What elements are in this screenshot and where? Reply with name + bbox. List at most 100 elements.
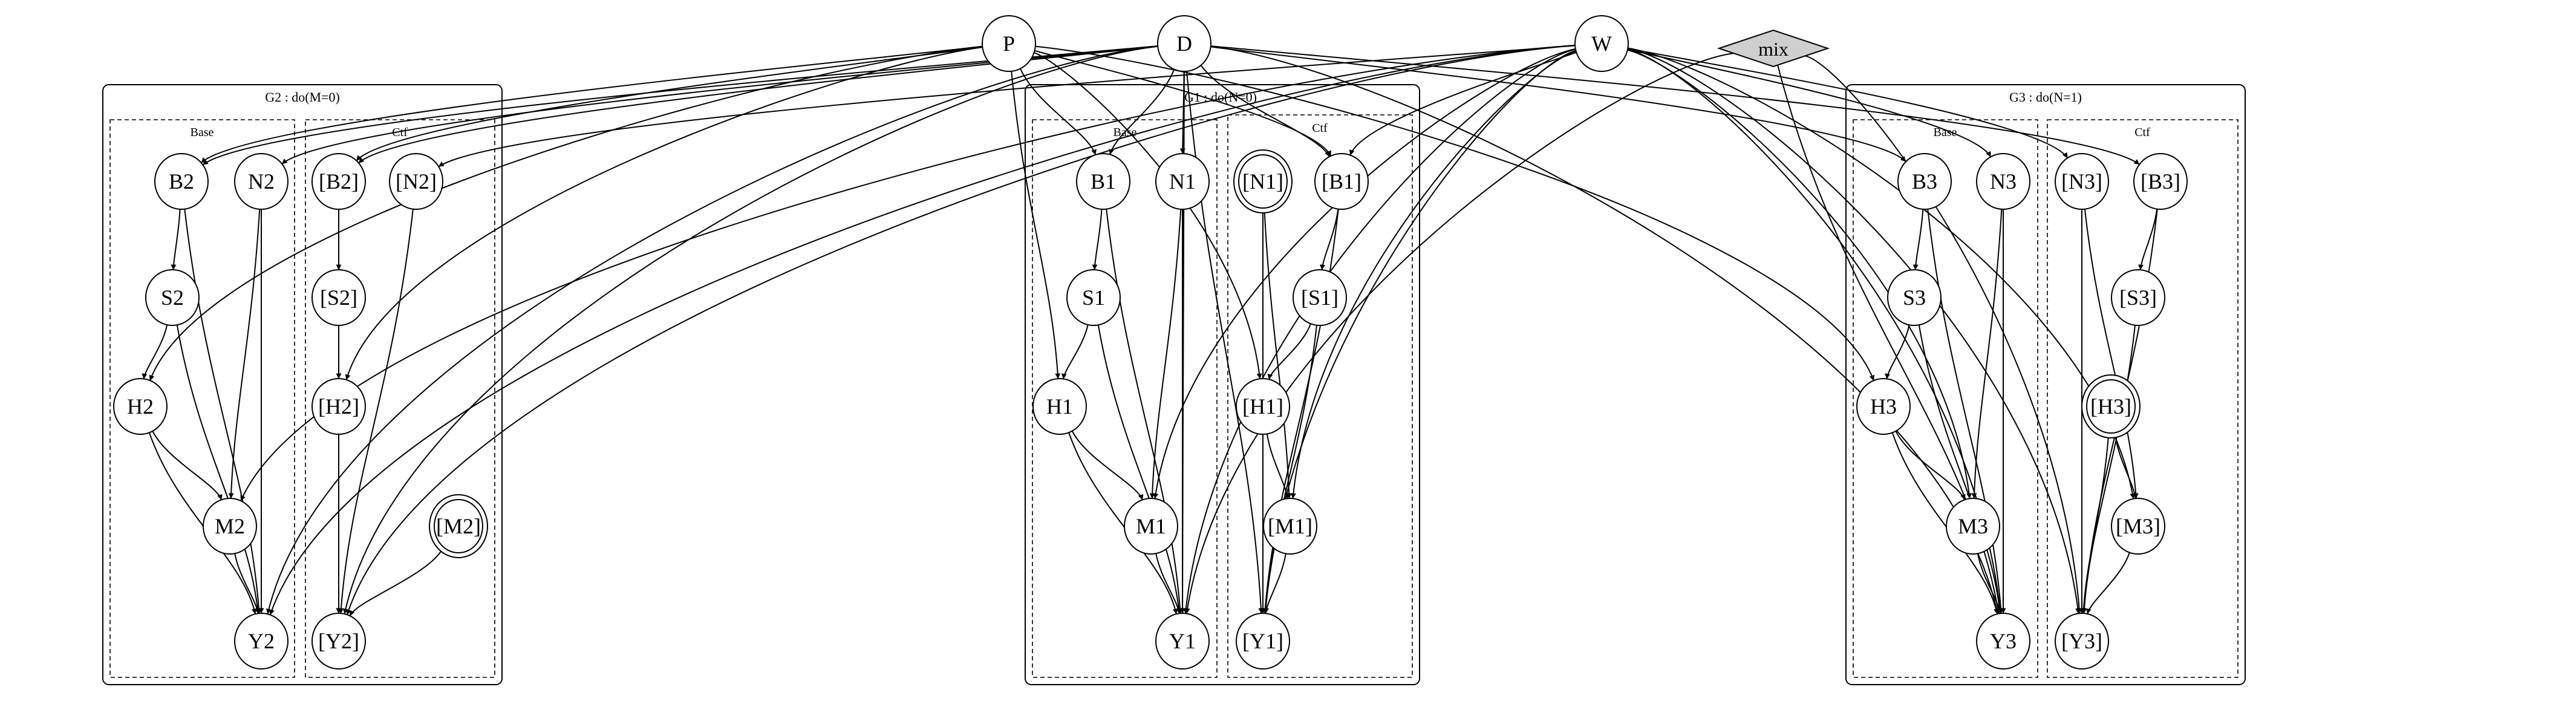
edge-D-to-B3	[1210, 46, 1906, 163]
node-cM1-ellipse	[1263, 498, 1317, 555]
node-N1: N1	[1155, 153, 1210, 210]
cluster-g1-base-box	[1032, 119, 1218, 678]
node-M2-ellipse	[203, 498, 257, 555]
node-S3: S3	[1887, 269, 1942, 326]
cluster-g3: G3 : do(N=1) Base Ctf	[1845, 84, 2246, 685]
edge-B1-to-S1	[1092, 209, 1103, 270]
node-P-ellipse	[982, 15, 1036, 72]
node-D-label: D	[1176, 31, 1192, 56]
edge-W-to-cN3	[1628, 48, 2069, 158]
node-cY3-ellipse	[2055, 613, 2109, 670]
node-H1-ellipse	[1032, 378, 1087, 435]
edge-P-to-cB1	[1034, 50, 1332, 157]
node-N3-ellipse	[1976, 153, 2030, 210]
node-N3-label: N3	[1990, 169, 2017, 194]
node-H2-ellipse	[113, 378, 168, 435]
node-cS3: [S3]	[2111, 269, 2165, 326]
edge-B2-to-S2	[171, 209, 181, 270]
node-S2: S2	[145, 269, 200, 326]
node-cY1-ellipse	[1236, 613, 1290, 670]
edge-M2-to-Y2	[234, 553, 261, 614]
edge-W-to-M1	[1153, 48, 1576, 499]
edge-W-to-N3	[1627, 48, 1992, 157]
node-cB2-ellipse	[311, 153, 366, 210]
node-B3: B3	[1897, 153, 1952, 210]
edge-D-to-Y2	[266, 45, 1158, 614]
node-B2-label: B2	[169, 169, 194, 194]
node-cM3-ellipse	[2111, 498, 2165, 555]
node-cN3-ellipse	[2055, 153, 2109, 210]
edge-B3-to-Y3	[1927, 209, 2004, 614]
edge-W-to-cY2	[346, 45, 1576, 615]
node-W-ellipse	[1574, 15, 1629, 72]
node-N3: N3	[1976, 153, 2030, 210]
node-Y3-ellipse	[1976, 613, 2030, 670]
node-cM3: [M3]	[2111, 498, 2165, 555]
cluster-g2: G2 : do(M=0) Base Ctf	[102, 84, 503, 685]
node-H1: H1	[1032, 378, 1087, 435]
node-N2: N2	[234, 153, 289, 210]
node-D-ellipse	[1157, 15, 1211, 72]
node-P: P	[982, 15, 1036, 72]
edge-H2-to-M2	[152, 431, 223, 500]
node-P-label: P	[1003, 31, 1015, 56]
node-cH3-inner-ring	[2086, 379, 2136, 434]
node-cM2-label: [M2]	[436, 514, 481, 538]
edge-W-to-Y2	[269, 45, 1576, 616]
node-cB2: [B2]	[311, 153, 366, 210]
cluster-g3-label: G3 : do(N=1)	[2009, 90, 2082, 105]
cluster-g2-ctf-label: Ctf	[392, 126, 408, 139]
node-mix: mix	[1717, 29, 1830, 68]
node-B2-ellipse	[154, 153, 209, 210]
edge-P-to-H1	[1011, 71, 1061, 379]
node-N1-label: N1	[1169, 169, 1196, 194]
edge-P-to-cH2	[345, 46, 983, 380]
node-B1: B1	[1076, 153, 1130, 210]
edge-cB1-to-cS1	[1319, 209, 1339, 270]
node-cB3-ellipse	[2133, 153, 2188, 210]
node-H2-label: H2	[127, 394, 154, 419]
node-cM1-label: [M1]	[1268, 514, 1312, 538]
cluster-g2-base-label: Base	[191, 126, 214, 139]
cluster-g2-label: G2 : do(M=0)	[265, 90, 340, 105]
edge-P-to-cB2	[356, 46, 983, 161]
cluster-g3-box	[1845, 84, 2246, 685]
cluster-g2-ctf-box	[305, 119, 495, 678]
edge-B1-to-Y1	[1106, 209, 1183, 614]
node-Y3: Y3	[1976, 613, 2030, 670]
edge-W-to-M2	[240, 44, 1576, 501]
edge-cM2-to-cY2	[349, 550, 442, 616]
cluster-g3-ctf-box	[2047, 119, 2239, 678]
edge-P-to-H2	[149, 45, 983, 381]
node-S1-ellipse	[1066, 269, 1121, 326]
node-cS1-ellipse	[1293, 269, 1347, 326]
node-B1-label: B1	[1091, 169, 1116, 194]
node-S1-label: S1	[1082, 285, 1105, 310]
node-cY2-ellipse	[311, 613, 366, 670]
edge-S1-to-Y1	[1097, 325, 1182, 614]
edge-H3-to-M3	[1895, 431, 1966, 500]
edge-D-to-N2	[281, 45, 1158, 165]
node-S3-ellipse	[1887, 269, 1942, 326]
node-cM1: [M1]	[1263, 498, 1317, 555]
edge-N3-to-M3	[1971, 209, 2003, 499]
node-M1-label: M1	[1136, 514, 1166, 538]
node-cN2-ellipse	[389, 153, 443, 210]
node-cS2-ellipse	[311, 269, 366, 326]
edge-cN1-to-cM1	[1264, 212, 1292, 499]
node-S1: S1	[1066, 269, 1121, 326]
node-cY2: [Y2]	[311, 613, 366, 670]
node-cH2: [H2]	[311, 378, 366, 435]
node-Y1-ellipse	[1155, 613, 1210, 670]
node-H2: H2	[113, 378, 168, 435]
node-N2-ellipse	[234, 153, 289, 210]
node-cS2-label: [S2]	[320, 285, 357, 310]
node-W: W	[1574, 15, 1629, 72]
node-cM2-inner-ring	[434, 499, 483, 553]
node-Y1-label: Y1	[1169, 629, 1196, 653]
edge-cS1-to-cH1	[1267, 323, 1311, 380]
node-cY1-label: [Y1]	[1242, 629, 1283, 653]
node-cB3-label: [B3]	[2141, 169, 2180, 194]
node-cN1: [N1]	[1233, 149, 1293, 213]
